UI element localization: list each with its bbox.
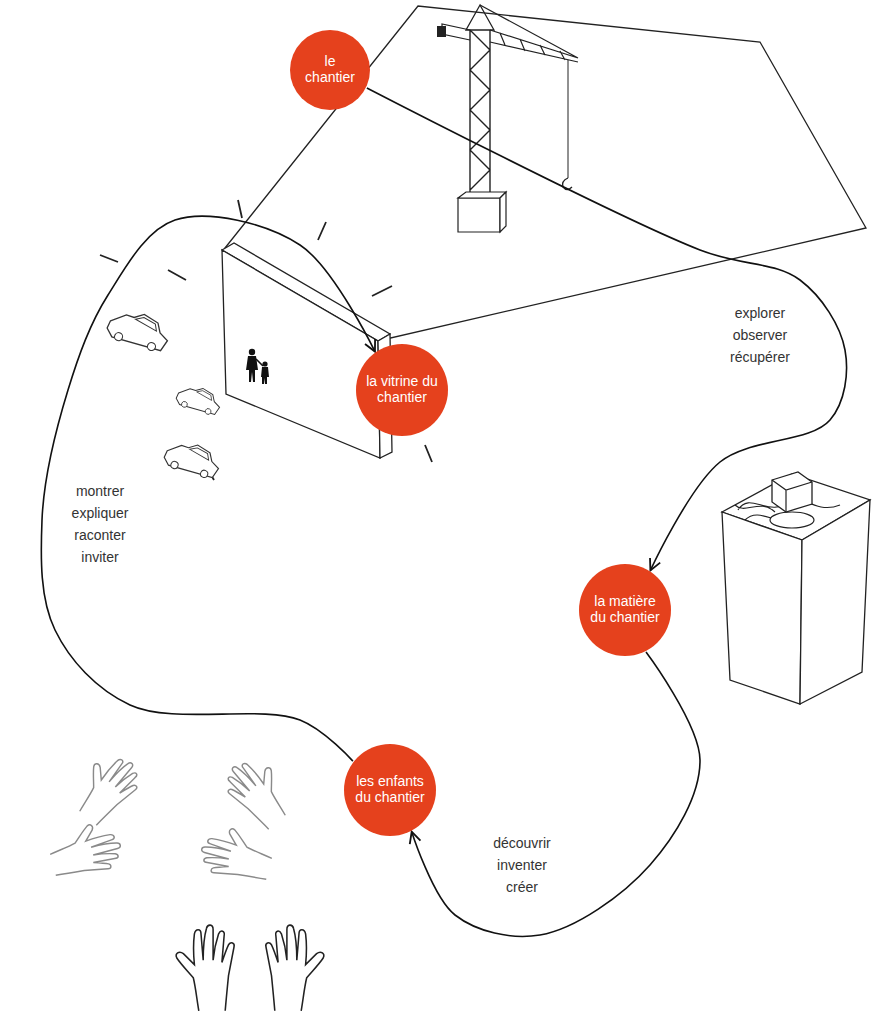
box-face-left bbox=[722, 512, 802, 704]
crane-counterweight bbox=[437, 26, 446, 37]
cycle-arrow bbox=[412, 652, 700, 936]
box-cube-edges bbox=[772, 480, 812, 512]
wall-front bbox=[222, 250, 380, 458]
site-plane bbox=[225, 6, 866, 340]
circle-node: la vitrine du chantier bbox=[356, 344, 448, 436]
hand-sketch bbox=[45, 818, 125, 882]
car bbox=[174, 380, 224, 421]
node-label: le chantier bbox=[301, 54, 359, 85]
node-label: la matière du chantier bbox=[587, 594, 663, 625]
person-child-head bbox=[262, 361, 267, 366]
crane-jib bbox=[480, 5, 578, 62]
crane-top bbox=[466, 5, 494, 30]
hand-sketch bbox=[218, 750, 299, 834]
circle-node: la matière du chantier bbox=[579, 564, 671, 656]
car bbox=[104, 303, 173, 360]
red-circle bbox=[290, 30, 370, 110]
hand-sketch bbox=[197, 822, 277, 886]
circle-node: le chantier bbox=[290, 30, 370, 110]
hand-sketch bbox=[66, 746, 147, 830]
crane-cable bbox=[568, 60, 569, 178]
car bbox=[162, 434, 224, 485]
red-circle bbox=[356, 344, 448, 436]
person-child bbox=[261, 367, 269, 384]
red-circle bbox=[579, 564, 671, 656]
hand-sketch bbox=[266, 925, 324, 1011]
box-cube bbox=[772, 472, 812, 512]
crane-mast bbox=[470, 30, 490, 198]
edge-label: montrer expliquer raconter inviter bbox=[70, 480, 131, 568]
box-face-right bbox=[800, 500, 870, 704]
crane-base-side bbox=[500, 192, 506, 232]
hand-sketch bbox=[176, 925, 234, 1011]
person-arm bbox=[256, 359, 263, 366]
crane-base bbox=[458, 198, 500, 232]
node-label: les enfants du chantier bbox=[352, 774, 428, 805]
edge-label: explorer observer récupérer bbox=[728, 302, 792, 368]
edge-label: découvrir inventer créer bbox=[491, 832, 553, 898]
node-label: la vitrine du chantier bbox=[364, 374, 440, 405]
crane-base-top bbox=[458, 192, 506, 198]
crane-counter-jib bbox=[442, 24, 470, 40]
person-adult-head bbox=[249, 349, 255, 355]
circle-node: les enfants du chantier bbox=[344, 744, 436, 836]
red-circle bbox=[344, 744, 436, 836]
box-plate bbox=[770, 512, 814, 528]
radiating-marks bbox=[100, 200, 432, 480]
cycle-arrow bbox=[367, 88, 847, 571]
cycle-arrow bbox=[41, 216, 375, 761]
